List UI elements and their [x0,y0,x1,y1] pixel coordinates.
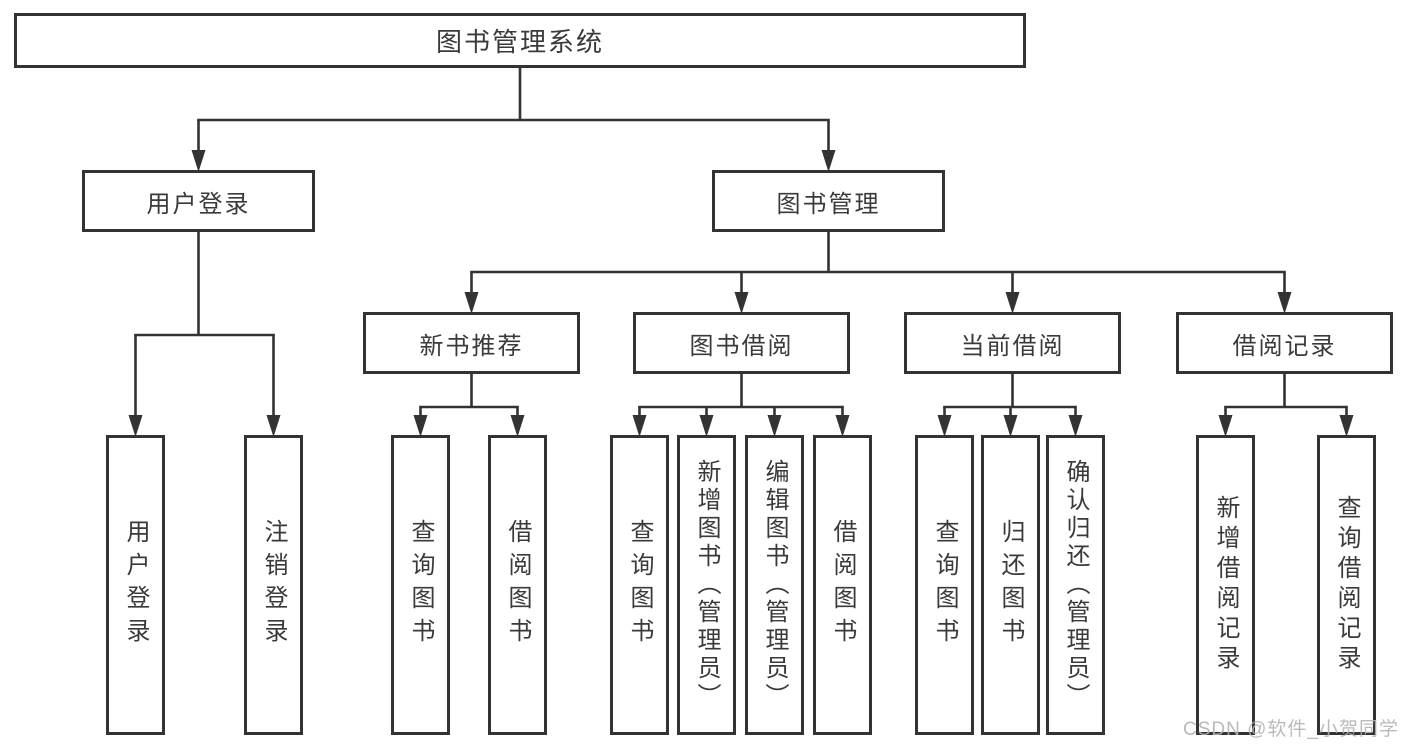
node-leaf-edit-books-admin: 编辑图书（管理员） [745,435,804,735]
node-leaf-add-borrow-rec: 新增借阅记录 [1196,435,1255,735]
node-label-leaf-edit-books-admin: 编辑图书（管理员） [761,459,788,711]
node-leaf-borrow-books-1: 借阅图书 [488,435,547,735]
node-leaf-borrow-books-2: 借阅图书 [813,435,872,735]
node-label-leaf-confirm-return: 确认归还（管理员） [1062,459,1089,711]
node-user-login: 用户登录 [82,170,315,232]
node-leaf-query-books-2: 查询图书 [610,435,669,735]
node-new-book-recommend: 新书推荐 [363,312,580,374]
node-label-leaf-add-books-admin: 新增图书（管理员） [693,459,720,711]
node-leaf-logout: 注销登录 [244,435,303,735]
node-leaf-confirm-return: 确认归还（管理员） [1046,435,1105,735]
node-label-leaf-query-books-1: 查询图书 [407,519,434,651]
node-label-borrow-records: 借阅记录 [1232,332,1337,360]
node-leaf-query-books-1: 查询图书 [391,435,450,735]
node-label-leaf-borrow-books-1: 借阅图书 [504,519,531,651]
node-label-leaf-query-borrow-rec: 查询借阅记录 [1333,495,1360,675]
node-label-leaf-add-borrow-rec: 新增借阅记录 [1212,495,1239,675]
node-label-book-borrow: 图书借阅 [689,332,794,360]
node-leaf-add-books-admin: 新增图书（管理员） [677,435,736,735]
node-leaf-query-borrow-rec: 查询借阅记录 [1317,435,1376,735]
node-book-management: 图书管理 [712,170,945,232]
node-label-leaf-logout: 注销登录 [260,519,287,651]
node-label-leaf-return-books: 归还图书 [997,519,1024,651]
node-label-leaf-query-books-2: 查询图书 [626,519,653,651]
node-label-leaf-query-books-3: 查询图书 [931,519,958,651]
node-label-new-book-recommend: 新书推荐 [419,332,524,360]
node-label-user-login: 用户登录 [146,190,251,218]
node-library-system: 图书管理系统 [14,13,1026,68]
node-label-library-system: 图书管理系统 [435,27,604,57]
node-leaf-user-login: 用户登录 [106,435,165,735]
node-label-leaf-user-login: 用户登录 [122,519,149,651]
node-leaf-return-books: 归还图书 [981,435,1040,735]
node-borrow-records: 借阅记录 [1176,312,1393,374]
node-label-leaf-borrow-books-2: 借阅图书 [829,519,856,651]
csdn-watermark: CSDN @软件_小贺同学 [1183,719,1399,740]
node-leaf-query-books-3: 查询图书 [915,435,974,735]
node-label-current-borrow: 当前借阅 [960,332,1065,360]
node-book-borrow: 图书借阅 [633,312,850,374]
node-current-borrow: 当前借阅 [904,312,1121,374]
node-label-book-management: 图书管理 [776,190,881,218]
